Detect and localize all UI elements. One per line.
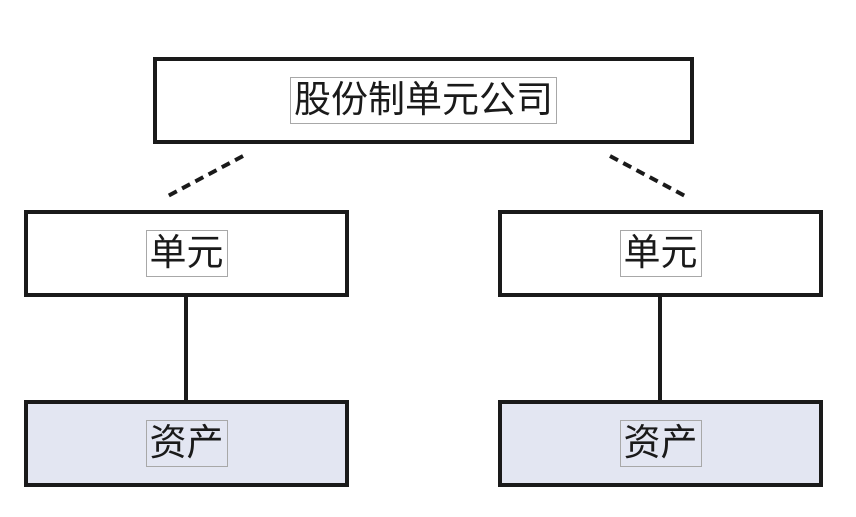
unit-box-left: 单元: [24, 210, 349, 297]
company-box: 股份制单元公司: [153, 57, 694, 144]
company-label: 股份制单元公司: [290, 77, 557, 124]
unit-box-right: 单元: [498, 210, 823, 297]
dashed-connector-right: [609, 154, 688, 199]
asset-label-right: 资产: [619, 420, 702, 467]
unit-label-left: 单元: [145, 230, 228, 277]
unit-label-right: 单元: [619, 230, 702, 277]
dashed-connector-left: [165, 154, 244, 199]
asset-box-left: 资产: [24, 400, 349, 487]
asset-label-left: 资产: [145, 420, 228, 467]
asset-box-right: 资产: [498, 400, 823, 487]
